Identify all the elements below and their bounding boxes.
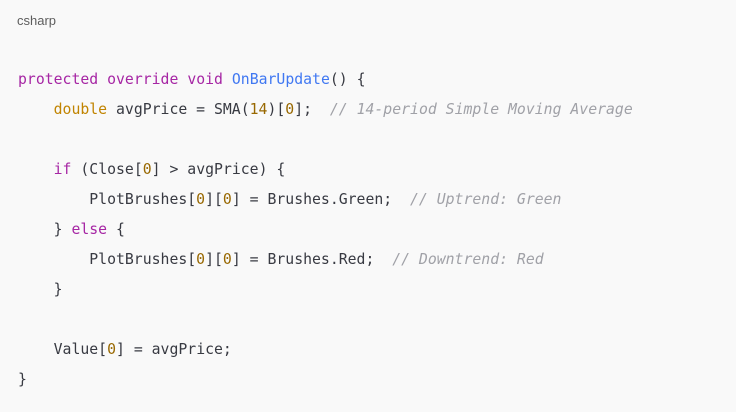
code-text: (Close[ (71, 161, 143, 178)
code-line: } (18, 365, 633, 395)
code-text: ]; (294, 101, 330, 118)
code-number: 0 (107, 341, 117, 358)
code-keyword: else (71, 221, 108, 238)
code-line: double avgPrice = SMA(14)[0]; // 14-peri… (18, 95, 633, 125)
code-text: ] > avgPrice) { (151, 161, 286, 178)
code-line: if (Close[0] > avgPrice) { (18, 155, 633, 185)
code-text (178, 71, 187, 88)
code-number: 0 (222, 251, 232, 268)
code-text (18, 101, 54, 118)
code-function-name: OnBarUpdate (231, 71, 330, 88)
code-line: Value[0] = avgPrice; (18, 335, 633, 365)
code-text: } (18, 221, 72, 238)
code-content[interactable]: protected override void OnBarUpdate() { … (18, 65, 633, 395)
code-text: } (18, 281, 63, 298)
code-keyword: protected (18, 71, 99, 88)
code-text: ][ (205, 251, 223, 268)
code-line: ​ (18, 305, 633, 335)
code-keyword: if (53, 161, 72, 178)
code-comment: // Uptrend: Green (410, 191, 562, 208)
code-line: PlotBrushes[0][0] = Brushes.Green; // Up… (18, 185, 633, 215)
code-keyword: override (107, 71, 179, 88)
code-line: PlotBrushes[0][0] = Brushes.Red; // Down… (18, 245, 633, 275)
code-text: ] = avgPrice; (116, 341, 232, 358)
code-line: } (18, 275, 633, 305)
code-text: ] = Brushes.Green; (231, 191, 411, 208)
code-line: ​ (18, 125, 633, 155)
code-text: ][ (205, 191, 223, 208)
code-text: PlotBrushes[ (18, 251, 197, 268)
code-text: avgPrice = SMA( (107, 101, 250, 118)
code-comment: // Downtrend: Red (392, 251, 544, 268)
code-text: ] = Brushes.Red; (231, 251, 393, 268)
code-number: 0 (285, 101, 295, 118)
code-text: () { (329, 71, 366, 88)
code-keyword: void (187, 71, 223, 88)
code-text: )[ (267, 101, 286, 118)
code-number: 0 (196, 191, 206, 208)
code-number: 0 (142, 161, 152, 178)
code-text (98, 71, 107, 88)
code-number: 0 (196, 251, 206, 268)
code-text: PlotBrushes[ (18, 191, 197, 208)
language-label: csharp (17, 13, 57, 28)
code-text: } (18, 371, 27, 388)
code-text (18, 161, 54, 178)
code-type: double (53, 101, 108, 118)
code-number: 14 (249, 101, 268, 118)
code-line: protected override void OnBarUpdate() { (18, 65, 633, 95)
code-comment: // 14-period Simple Moving Average (329, 101, 633, 118)
code-line: } else { (18, 215, 633, 245)
code-text (223, 71, 232, 88)
code-text: { (107, 221, 125, 238)
code-text: Value[ (18, 341, 108, 358)
code-number: 0 (222, 191, 232, 208)
